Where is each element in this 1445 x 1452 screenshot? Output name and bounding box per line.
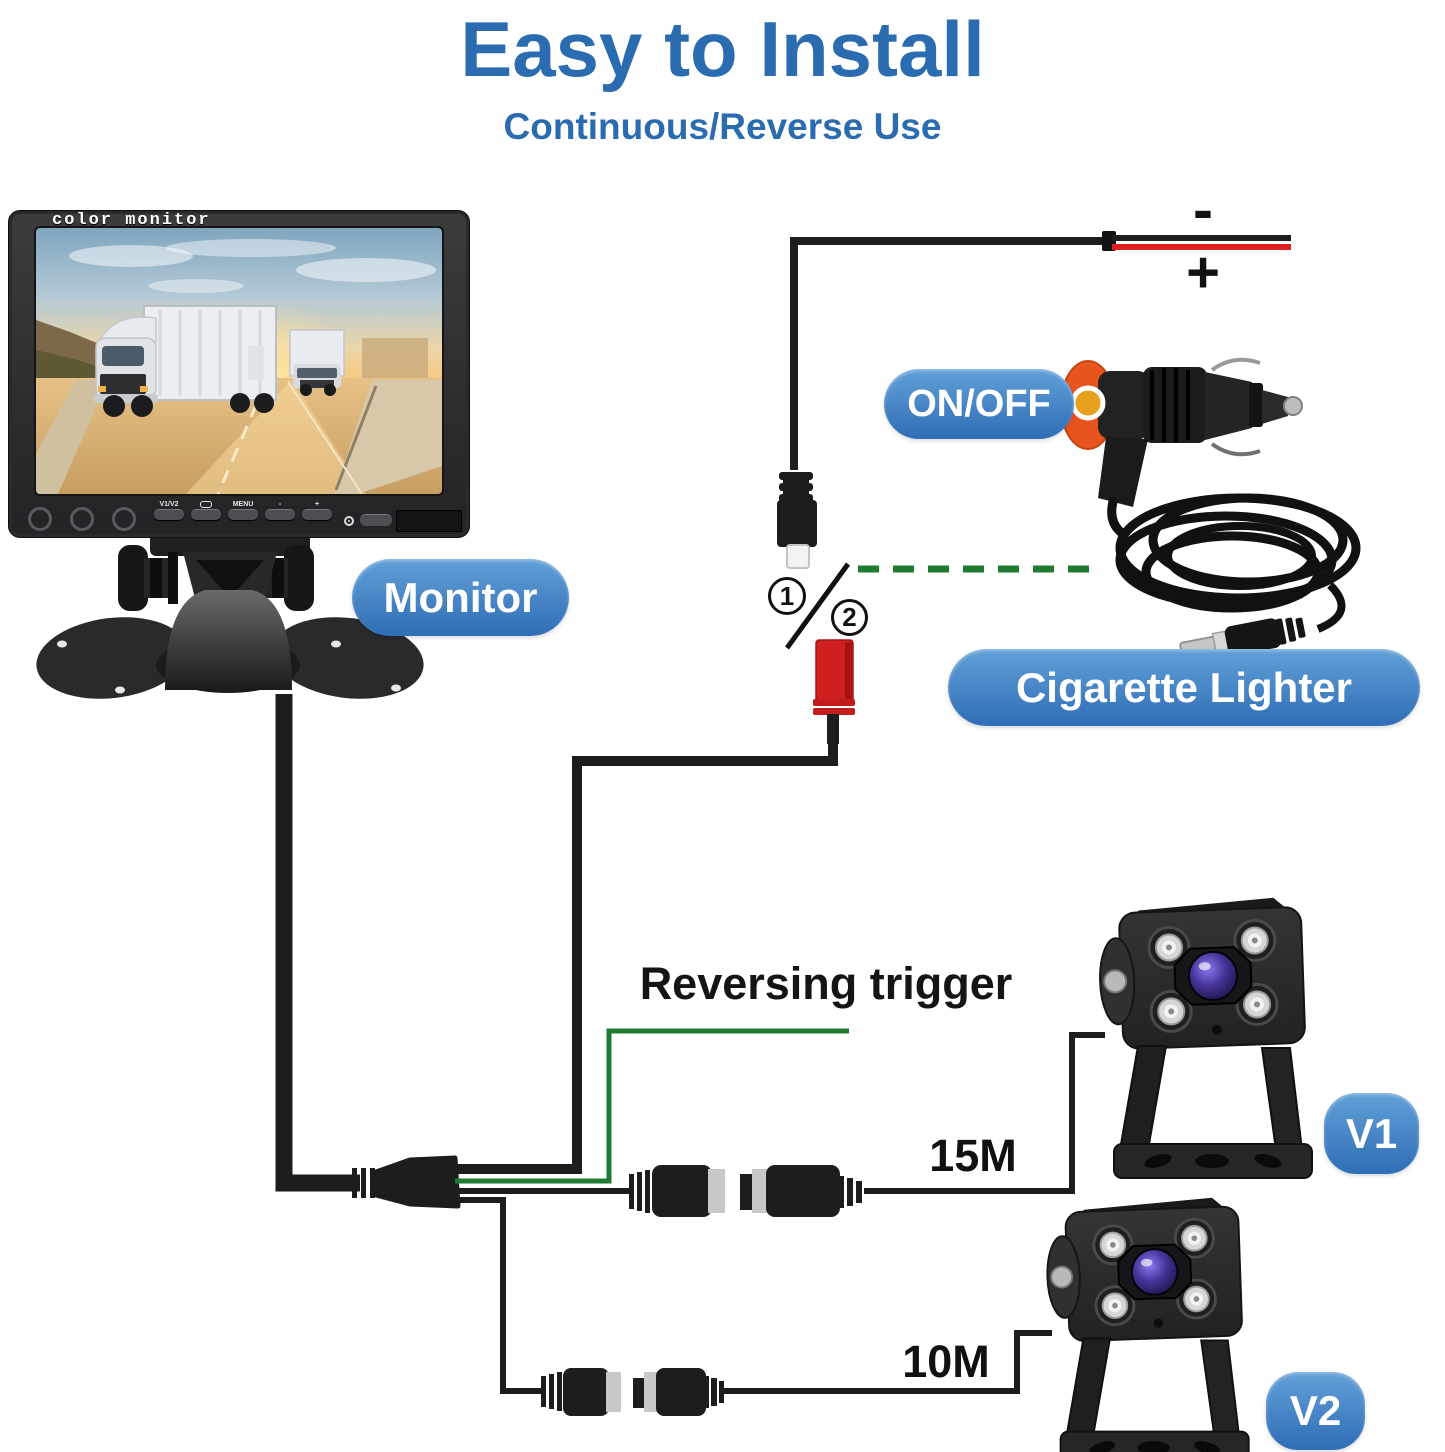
monitor-stand — [36, 520, 424, 699]
camera-lens — [1187, 950, 1238, 1001]
on-off-indicator — [1070, 385, 1106, 421]
reversing-trigger-label: Reversing trigger — [639, 958, 1013, 1009]
mounting-plate — [36, 590, 424, 699]
monitor-cable — [275, 694, 360, 1192]
v1-aviation-connectors — [629, 1165, 862, 1217]
menu-button[interactable] — [228, 509, 258, 520]
camera-v2 — [1046, 1197, 1250, 1452]
monitor-buttons: V1/V2 MENU - + — [154, 501, 332, 520]
option-slash — [784, 562, 851, 650]
power-button[interactable] — [360, 514, 392, 526]
monitor-led-3 — [112, 507, 136, 531]
v1-cable-length: 15M — [929, 1130, 1017, 1181]
plus-button[interactable] — [302, 509, 332, 520]
minus-button[interactable] — [265, 509, 295, 520]
v1v2-button[interactable] — [154, 509, 184, 520]
dc-plug-wire — [790, 237, 1110, 470]
v2-aviation-connectors — [541, 1368, 724, 1416]
monitor-callout: Monitor — [352, 559, 569, 636]
option-1-badge: 1 — [768, 577, 806, 615]
monitor-screen — [34, 226, 444, 496]
v2-callout: V2 — [1266, 1372, 1365, 1450]
loop-button[interactable] — [191, 509, 221, 520]
cigarette-lighter-plug — [1060, 357, 1361, 660]
menu-button-label: MENU — [232, 501, 254, 508]
v2-cable-length: 10M — [902, 1336, 990, 1387]
v1v2-button-label: V1/V2 — [159, 501, 179, 508]
power-icon — [344, 516, 354, 526]
camera-v1 — [1099, 897, 1313, 1179]
minus-button-label: - — [278, 501, 282, 508]
power-input-wire — [455, 712, 838, 1174]
v1-wire-b — [864, 1032, 1105, 1194]
v2-wire-b — [722, 1330, 1052, 1394]
option-2-badge: 2 — [831, 599, 868, 636]
monitor-device: color monitor — [8, 210, 470, 538]
plus-button-label: + — [314, 501, 320, 508]
dc-plug-male — [777, 472, 817, 569]
truck-small — [248, 329, 345, 396]
v2-wire-a — [450, 1197, 544, 1394]
ir-leds — [1092, 1217, 1217, 1327]
red-connector — [813, 639, 855, 744]
positive-sign: + — [1186, 240, 1220, 305]
monitor-led-1 — [28, 507, 52, 531]
camera-lens — [1130, 1248, 1179, 1296]
screen-photo — [36, 228, 442, 494]
page-title: Easy to Install — [460, 5, 985, 93]
page-subtitle: Continuous/Reverse Use — [503, 106, 942, 147]
ir-leds — [1147, 918, 1279, 1033]
negative-sign: - — [1193, 176, 1213, 243]
reversing-trigger-wire — [455, 1028, 849, 1184]
ir-receiver-window — [396, 510, 462, 532]
on-off-callout: ON/OFF — [884, 369, 1074, 439]
cigarette-lighter-callout: Cigarette Lighter — [948, 649, 1420, 726]
splitter-connector — [352, 1155, 461, 1209]
v1-callout: V1 — [1324, 1093, 1419, 1174]
screen-caption: color monitor — [52, 211, 211, 230]
loop-icon — [200, 501, 212, 508]
monitor-led-2 — [70, 507, 94, 531]
